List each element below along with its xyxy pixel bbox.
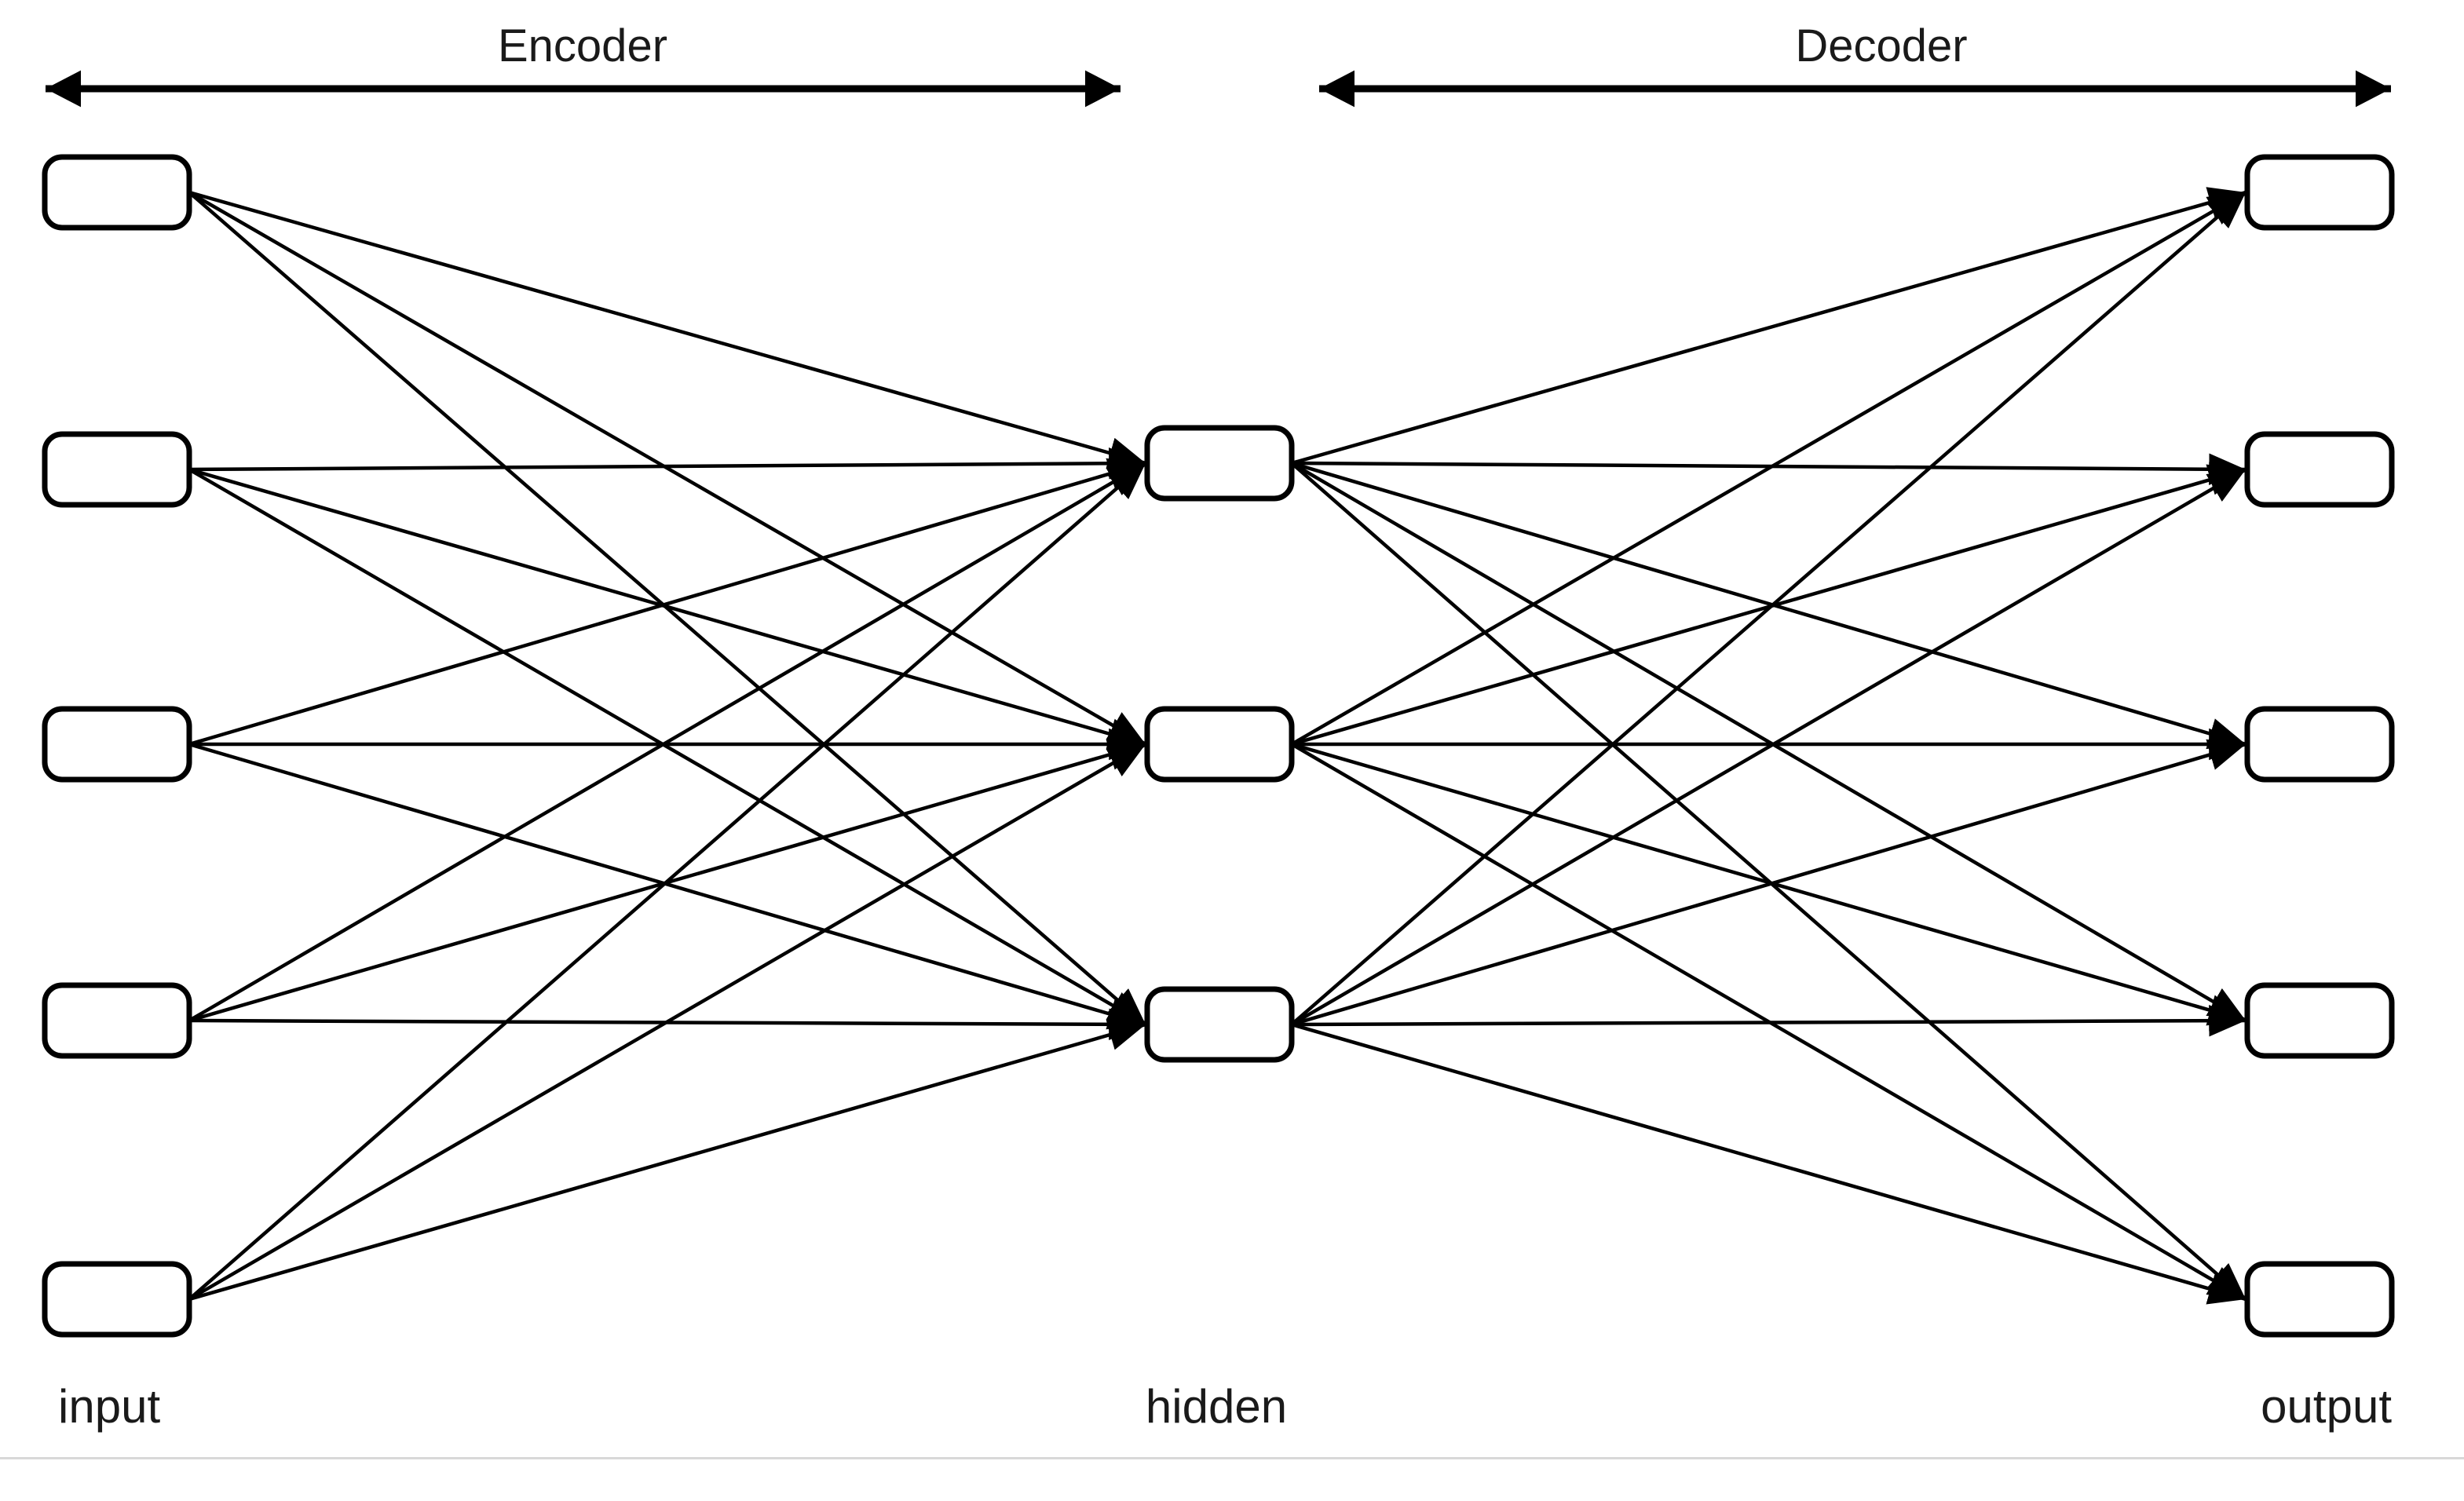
output-node (2244, 154, 2395, 231)
input-to-hidden-edge (188, 191, 1147, 746)
input-to-hidden-edge (188, 742, 1146, 1030)
input-to-hidden-edge (188, 190, 1146, 469)
input-to-hidden-edge (188, 743, 1147, 1301)
hidden-layer-nodes (1144, 425, 1295, 1063)
hidden-to-output-edge (1290, 462, 2247, 1022)
input-to-hidden-edge (188, 1019, 1146, 1302)
hidden-to-output-edge (1290, 468, 2247, 1026)
input-node (42, 1261, 192, 1338)
encoder-section-title: Encoder (497, 20, 668, 71)
hidden-to-output-edge (1291, 1004, 2246, 1037)
output-layer-nodes (2244, 154, 2395, 1338)
input-node (42, 431, 192, 508)
input-node (42, 982, 192, 1059)
hidden-to-output-edge (1290, 191, 2247, 1026)
decoder-section-title: Decoder (1795, 20, 1968, 71)
input-node (42, 706, 192, 783)
output-node (2244, 706, 2395, 783)
input-node (42, 154, 192, 231)
hidden-to-output-edge (1291, 742, 2246, 1026)
decoder-edges (1290, 187, 2247, 1305)
input-to-hidden-edge (188, 462, 1147, 1301)
input-layer-label: input (58, 1380, 161, 1433)
hidden-node (1144, 425, 1295, 502)
hidden-to-output-edge (1291, 739, 2246, 1027)
output-node (2244, 431, 2395, 508)
bottom-divider (0, 1457, 2464, 1459)
hidden-to-output-edge (1291, 1022, 2246, 1305)
hidden-to-output-edge (1290, 191, 2247, 746)
hidden-node (1144, 706, 1295, 783)
output-layer-label: output (2261, 1380, 2392, 1433)
hidden-layer-label: hidden (1145, 1380, 1288, 1433)
input-to-hidden-edge (188, 462, 1147, 1022)
input-to-hidden-edge (188, 447, 1146, 480)
hidden-to-output-edge (1291, 461, 2246, 750)
encoder-edges (188, 190, 1147, 1302)
input-to-hidden-edge (188, 468, 1147, 1026)
output-node (2244, 1261, 2395, 1338)
input-to-hidden-edge (188, 467, 1146, 750)
hidden-node (1144, 986, 1295, 1063)
output-node (2244, 982, 2395, 1059)
input-layer-nodes (42, 154, 192, 1338)
input-to-hidden-edge (188, 458, 1146, 747)
hidden-to-output-edge (1291, 187, 2246, 466)
